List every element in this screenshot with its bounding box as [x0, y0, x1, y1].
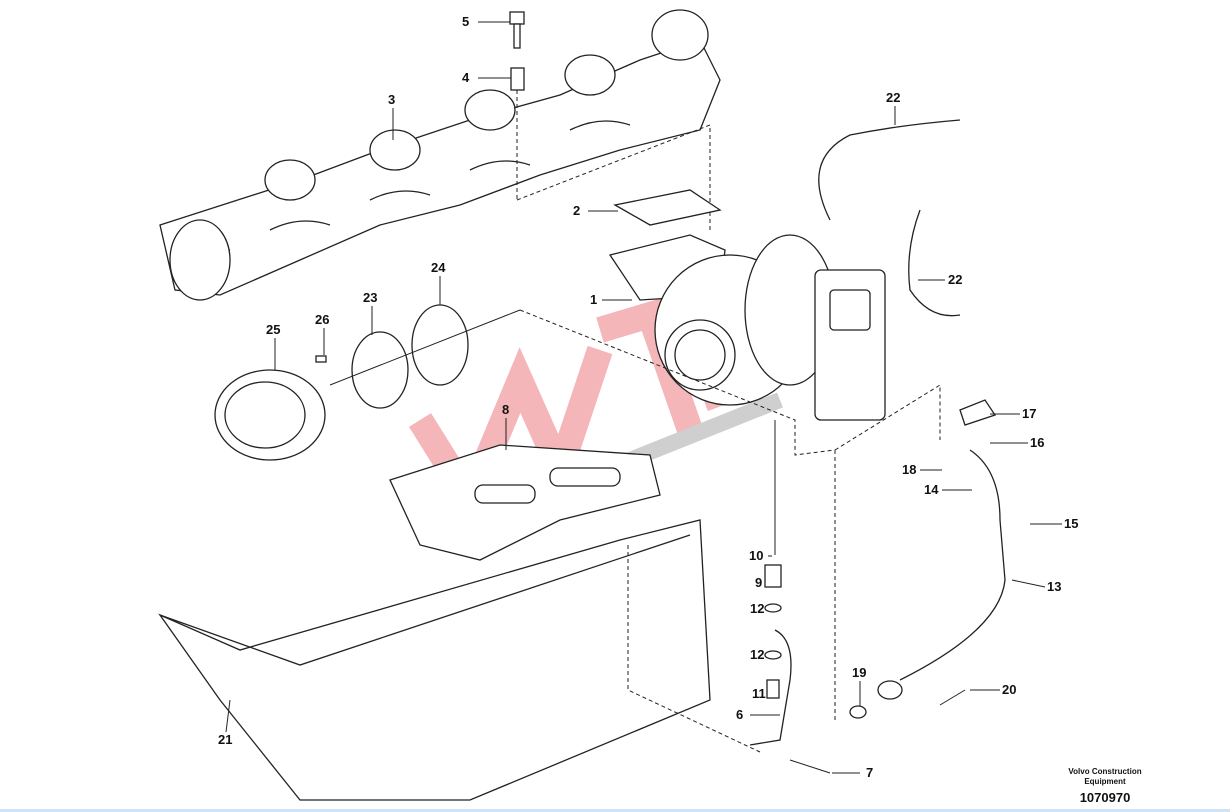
- callout-26: 26: [315, 312, 330, 327]
- drawing-number: 1070970: [1079, 790, 1131, 805]
- callout-4: 4: [462, 70, 470, 85]
- callout-2: 2: [573, 203, 581, 218]
- callout-19: 19: [852, 665, 867, 680]
- oil-pump: [389, 444, 661, 561]
- turbocharger: [519, 234, 886, 456]
- callout-14: 14: [924, 482, 939, 497]
- exhaust-manifold: [159, 9, 721, 301]
- callout-21: 21: [218, 732, 233, 747]
- oil-return-line: [834, 384, 1006, 720]
- pipe-upper: [818, 119, 961, 221]
- callout-12-lower: 12: [750, 647, 765, 662]
- manufacturer-line1: Volvo Construction: [1068, 767, 1142, 776]
- clamps-and-seals: [214, 304, 521, 461]
- oil-feed-line: [749, 420, 831, 774]
- drawing-info: Volvo Construction Equipment 1070970: [1040, 767, 1170, 805]
- callout-23: 23: [363, 290, 378, 305]
- callout-9: 9: [755, 575, 763, 590]
- callout-24: 24: [431, 260, 446, 275]
- callout-17: 17: [1022, 406, 1037, 421]
- bolt-and-spacer: [509, 11, 711, 230]
- callout-16: 16: [1030, 435, 1045, 450]
- oil-pan: [158, 519, 761, 801]
- manufacturer-line2: Equipment: [1084, 777, 1126, 786]
- pipe-lower: [908, 209, 961, 317]
- callout-1: 1: [590, 292, 598, 307]
- callout-13: 13: [1047, 579, 1062, 594]
- callout-18: 18: [902, 462, 917, 477]
- callout-12-upper: 12: [750, 601, 765, 616]
- callout-22-lower: 22: [948, 272, 963, 287]
- callout-20: 20: [1002, 682, 1017, 697]
- gasket: [613, 189, 722, 226]
- callout-6: 6: [736, 707, 744, 722]
- leader-lines: [225, 21, 1062, 774]
- callout-11: 11: [752, 686, 766, 701]
- callout-22-upper: 22: [886, 90, 901, 105]
- callout-3: 3: [388, 92, 396, 107]
- callout-7: 7: [866, 765, 874, 780]
- callout-5: 5: [462, 14, 470, 29]
- callout-15: 15: [1064, 516, 1079, 531]
- callout-10: 10: [749, 548, 764, 563]
- callout-8: 8: [502, 402, 510, 417]
- callout-25: 25: [266, 322, 281, 337]
